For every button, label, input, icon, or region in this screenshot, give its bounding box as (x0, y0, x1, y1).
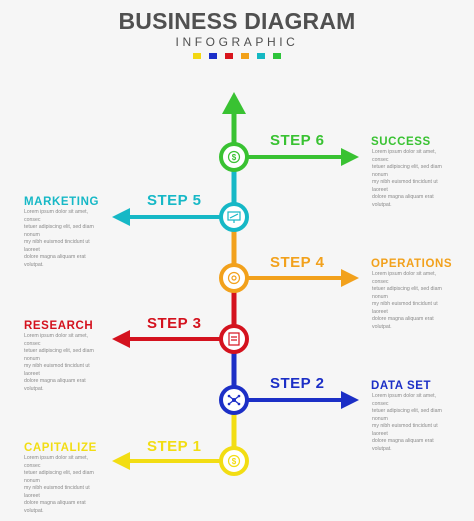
branch-arrow-head (112, 330, 130, 348)
node-circle (219, 446, 249, 476)
gear-cycle-icon (227, 271, 241, 285)
step-2-title: STEP 2 (270, 375, 325, 392)
step-2-label: DATA SET (371, 380, 432, 392)
color-dots (193, 53, 281, 59)
branch-arrow-head (341, 148, 359, 166)
step-3-node (219, 324, 249, 354)
step-5-node (219, 202, 249, 232)
color-dot (257, 53, 265, 59)
color-dot (273, 53, 281, 59)
presentation-board-icon (227, 211, 241, 223)
step-5-title: STEP 5 (147, 192, 202, 209)
branch-arrow-head (341, 269, 359, 287)
color-dot (209, 53, 217, 59)
coin-hand-icon: $ (227, 454, 241, 468)
svg-text:$: $ (232, 457, 237, 466)
dollar-coin-icon: $ (227, 150, 241, 164)
color-dot (241, 53, 249, 59)
node-circle (219, 324, 249, 354)
network-icon (227, 394, 241, 406)
step-4-title: STEP 4 (270, 254, 325, 271)
step-5-label: MARKETING (24, 196, 100, 208)
step-2-node (219, 385, 249, 415)
document-check-icon (228, 332, 240, 346)
step-3-label: RESEARCH (24, 320, 94, 332)
color-dot (225, 53, 233, 59)
branch-arrow-head (112, 452, 130, 470)
step-6-label: SUCCESS (371, 136, 431, 148)
step-4-node (219, 263, 249, 293)
page-title: BUSINESS DIAGRAM (118, 8, 356, 34)
node-circle (219, 263, 249, 293)
step-6-node: $ (219, 142, 249, 172)
node-circle (219, 202, 249, 232)
branch-arrow-head (341, 391, 359, 409)
color-dot (193, 53, 201, 59)
step-6-title: STEP 6 (270, 132, 325, 149)
step-3-title: STEP 3 (147, 315, 202, 332)
svg-text:$: $ (232, 153, 237, 162)
step-4-label: OPERATIONS (371, 258, 453, 270)
top-arrow-head (222, 92, 246, 114)
step-1-title: STEP 1 (147, 438, 202, 455)
step-1-node: $ (219, 446, 249, 476)
step-1-label: CAPITALIZE (24, 442, 97, 454)
branch-arrow-head (112, 208, 130, 226)
page-subtitle: INFOGRAPHIC (175, 35, 299, 49)
node-circle (219, 142, 249, 172)
